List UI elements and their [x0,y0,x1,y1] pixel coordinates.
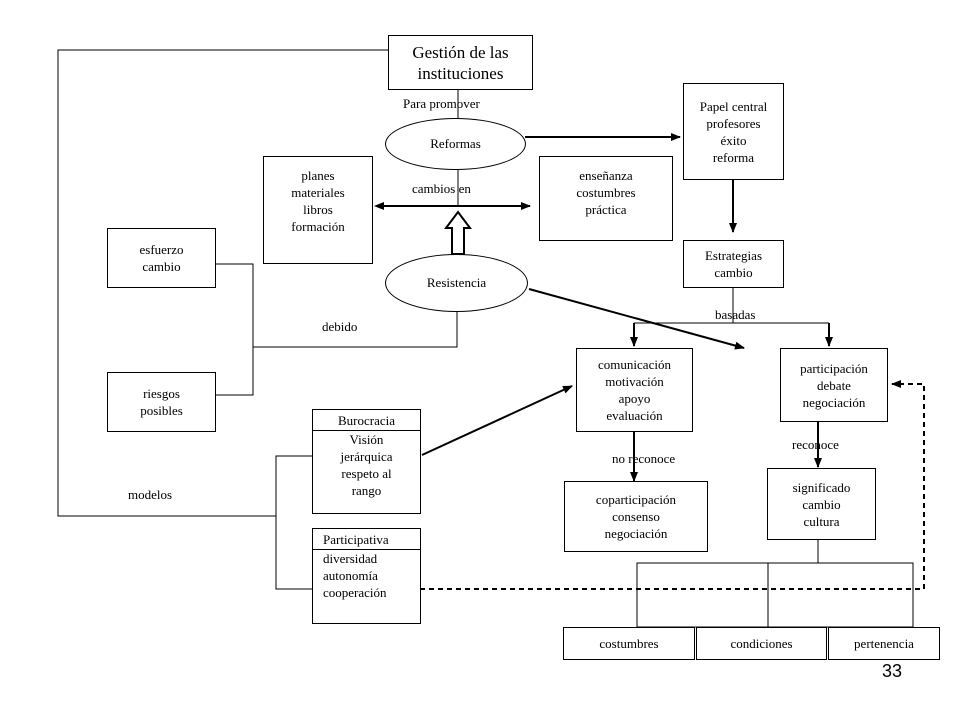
participacion-debate-text: participación debate negociación [800,360,868,410]
reformas-node: Reformas [385,118,526,170]
connector-significado-frame [636,562,914,628]
title-text: Gestión de las instituciones [412,42,509,83]
significado-text: significado cambio cultura [792,479,851,529]
resistencia-node: Resistencia [385,254,528,312]
riesgos-box: riesgos posibles [107,372,216,432]
esfuerzo-text: esfuerzo cambio [139,242,184,274]
ensenanza-box: enseñanza costumbres práctica [539,156,673,241]
reformas-text: Reformas [430,136,481,151]
comunicacion-text: comunicación motivación apoyo evaluación [598,357,671,423]
coparticipacion-text: coparticipación consenso negociación [595,492,677,541]
participativa-text: diversidad autonomía cooperación [323,551,387,600]
planes-box: planes materiales libros formación [263,156,373,264]
burocracia-text: Visión jerárquica respeto al rango [340,432,393,498]
riesgos-text: riesgos posibles [140,386,183,418]
papel-central-text: Papel central profesores éxito reforma [699,98,768,165]
connector-esfuerzo-bracket [216,263,254,396]
participativa-box: Participativa diversidad autonomía coope… [312,528,421,624]
hollow-arrow-resistencia [444,210,472,255]
page-number: 33 [882,661,903,681]
comunicacion-box: comunicación motivación apoyo evaluación [576,348,693,432]
coparticipacion-box: coparticipación consenso negociación [564,481,708,552]
esfuerzo-box: esfuerzo cambio [107,228,216,288]
ensenanza-text: enseñanza costumbres práctica [576,168,636,217]
participacion-debate-box: participación debate negociación [780,348,888,422]
label-cambios-en: cambios en [412,181,471,196]
arrow-burocracia-comunicacion [421,385,573,456]
burocracia-heading: Burocracia [313,410,420,431]
label-basadas: basadas [715,307,756,322]
label-no-reconoce: no reconoce [612,451,676,466]
label-reconoce: reconoce [792,437,839,452]
participativa-heading: Participativa [313,529,420,550]
papel-central-box: Papel central profesores éxito reforma [683,83,784,180]
arrow-resistencia-participacion [528,288,745,350]
label-modelos: modelos [128,487,173,502]
costumbres-box: costumbres [563,627,695,660]
title-box: Gestión de las instituciones [388,35,533,90]
condiciones-text: condiciones [730,636,793,651]
connector-debido-resistencia [253,312,458,348]
label-debido: debido [322,319,358,334]
planes-text: planes materiales libros formación [291,168,345,234]
connector-models-bracket [275,455,312,590]
estrategias-text: Estrategias cambio [704,248,763,280]
condiciones-box: condiciones [696,627,827,660]
resistencia-text: Resistencia [426,275,487,290]
estrategias-box: Estrategias cambio [683,240,784,288]
costumbres-text: costumbres [599,636,659,651]
label-para-promover: Para promover [403,96,480,111]
burocracia-box: Burocracia Visión jerárquica respeto al … [312,409,421,514]
connector-title-models [57,49,388,517]
significado-box: significado cambio cultura [767,468,876,540]
pertenencia-box: pertenencia [828,627,940,660]
pertenencia-text: pertenencia [854,636,914,651]
dashed-arrow-participativa-participacion [420,380,925,590]
